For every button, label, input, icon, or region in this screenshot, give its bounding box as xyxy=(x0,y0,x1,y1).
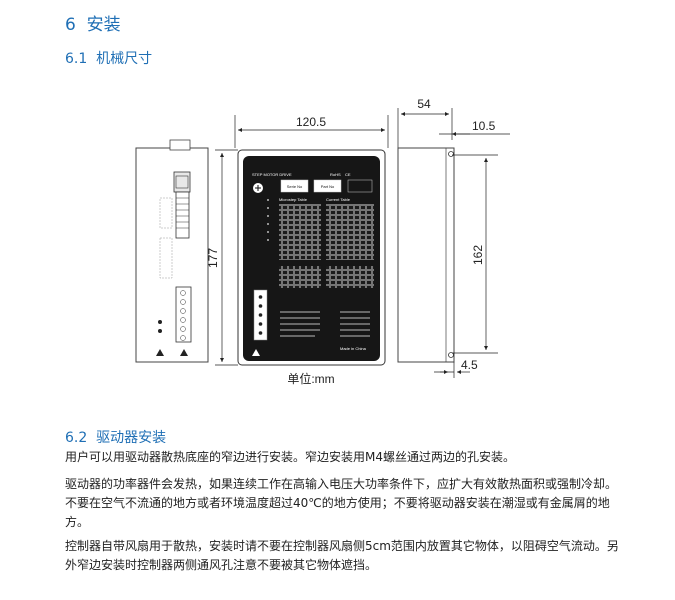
section-heading: 6 安装 xyxy=(65,10,121,35)
offset-bottom-dimension: 4.5 xyxy=(461,358,478,372)
mechanical-drawing: 120.5 177 STEP MOTOR DRIVE RoHS CE Serie… xyxy=(135,97,510,386)
subsection-heading-mechanical: 6.1 机械尺寸 xyxy=(65,48,152,68)
microstep-table-label: Microstep Table xyxy=(279,197,308,202)
subsection-title: 驱动器安装 xyxy=(96,430,167,446)
section-number: 6 xyxy=(65,15,76,35)
paragraph-mounting: 用户可以用驱动器散热底座的窄边进行安装。窄边安装用M4螺丝通过两边的孔安装。 xyxy=(65,450,515,464)
part-box-label: Part No xyxy=(321,184,335,189)
panel-title: STEP MOTOR DRIVE xyxy=(252,172,292,177)
subsection-number: 6.1 xyxy=(65,51,88,67)
made-in-label: Made in China xyxy=(340,346,367,351)
depth-dimension: 54 xyxy=(417,97,431,111)
paragraph-heat: 驱动器的功率器件会发热，如果连续工作在高输入电压大功率条件下，应扩大有效散热面积… xyxy=(65,477,618,529)
subsection-title: 机械尺寸 xyxy=(96,51,153,67)
ce-mark: CE xyxy=(345,172,351,177)
current-table-label: Current Table xyxy=(326,197,351,202)
height-dimension: 177 xyxy=(206,248,220,268)
unit-label: 单位:mm xyxy=(287,371,334,386)
width-dimension: 120.5 xyxy=(296,115,326,129)
hole-height-dimension: 162 xyxy=(471,245,485,265)
subsection-number: 6.2 xyxy=(65,430,88,446)
offset-top-dimension: 10.5 xyxy=(472,119,496,133)
subsection-heading-installation: 6.2 驱动器安装 xyxy=(65,427,166,447)
serie-box-label: Serie No xyxy=(287,184,303,189)
side-view xyxy=(135,139,209,363)
paragraph-fan: 控制器自带风扇用于散热，安装时请不要在控制器风扇侧5cm范围内放置其它物体，以阻… xyxy=(65,539,619,572)
rohs-mark: RoHS xyxy=(330,172,341,177)
rear-view: 54 10.5 162 4.5 xyxy=(397,97,510,378)
section-title: 安装 xyxy=(86,15,121,35)
front-view: 120.5 177 STEP MOTOR DRIVE RoHS CE Serie… xyxy=(206,115,389,366)
